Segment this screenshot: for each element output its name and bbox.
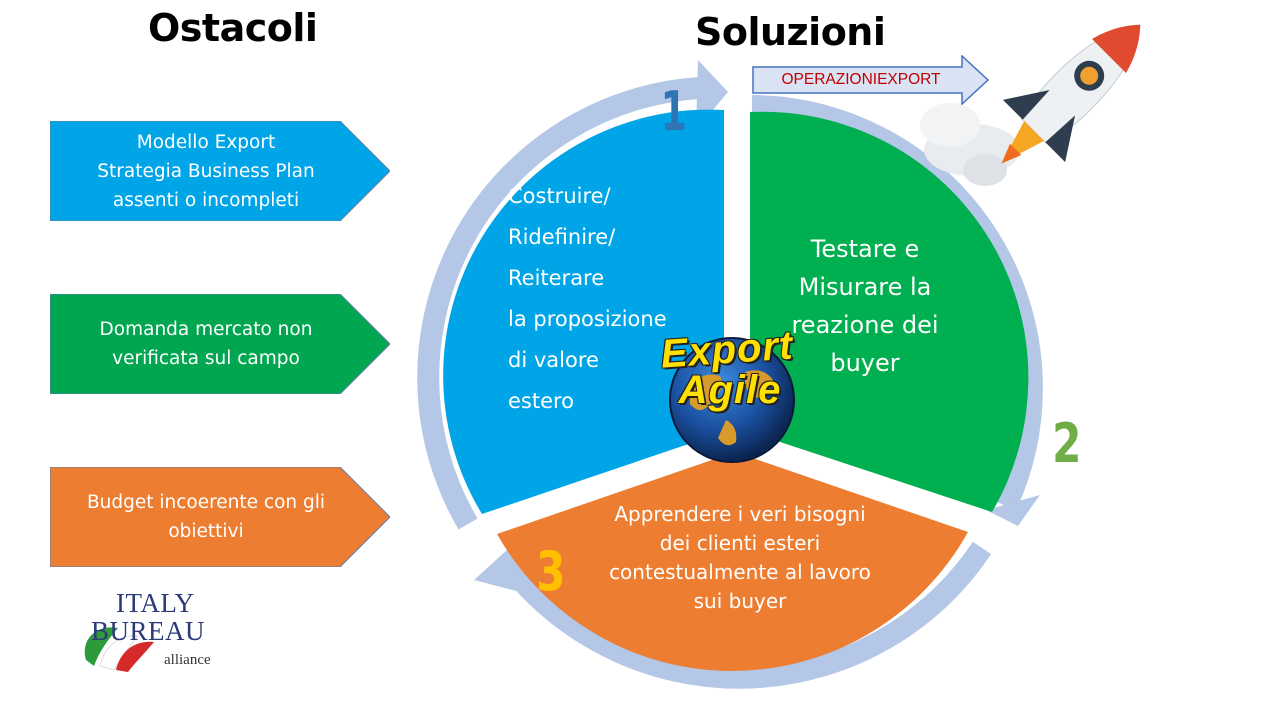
segment-test [750, 111, 1029, 513]
obstacle-box-3: Budget incoerente con gli obiettivi [50, 467, 390, 567]
chevron-shape [50, 294, 390, 394]
italy-flag-leaf-icon [84, 627, 154, 672]
operazioniexport-tag: OPERAZIONIEXPORT [752, 54, 992, 106]
globe-icon [669, 337, 795, 463]
italy-bureau-logo: ITALY BUREAU alliance [78, 588, 238, 678]
step-number-2: 2 [1052, 412, 1082, 475]
obstacle-text-2: Domanda mercato non verificata sul campo [99, 319, 313, 369]
brand-line-italy: ITALY [116, 588, 195, 618]
logo-line-agile: Agile [678, 368, 782, 412]
ring-arc-1 [417, 77, 701, 530]
chevron-shape [50, 121, 390, 221]
export-agile-logo: Export Agile [647, 323, 807, 412]
ring-arrowhead-3 [474, 540, 520, 592]
ring-arrowhead-2 [986, 495, 1040, 526]
solutions-heading: Soluzioni [695, 10, 886, 54]
segment-test-text: Testare e Misurare la reazione dei buyer [791, 235, 939, 377]
segment-learn [497, 452, 968, 671]
obstacle-text-1: Modello Export Strategia Business Plan a… [97, 131, 315, 211]
obstacle-box-1: Modello Export Strategia Business Plan a… [50, 121, 390, 221]
ring-arc-3 [499, 541, 992, 689]
segment-build-text: Costruire/ Ridefinire/ Reiterare la prop… [508, 184, 667, 413]
brand-line-alliance: alliance [164, 652, 211, 668]
step-number-3: 3 [536, 540, 566, 603]
step-number-1: 1 [660, 80, 687, 143]
brand-line-bureau: BUREAU [91, 616, 206, 646]
obstacle-text-3: Budget incoerente con gli obiettivi [86, 492, 326, 542]
chevron-shape [50, 467, 390, 567]
segment-build [443, 109, 724, 515]
obstacle-box-2: Domanda mercato non verificata sul campo [50, 294, 390, 394]
rocket-icon [920, 24, 1141, 186]
segment-learn-text: Apprendere i veri bisogni dei clienti es… [609, 502, 871, 613]
tag-label: OPERAZIONIEXPORT [781, 71, 941, 88]
tag-arrow-shape [752, 54, 990, 106]
globe-land [690, 370, 773, 446]
logo-line-export: Export [659, 323, 795, 377]
obstacles-heading: Ostacoli [148, 6, 318, 50]
